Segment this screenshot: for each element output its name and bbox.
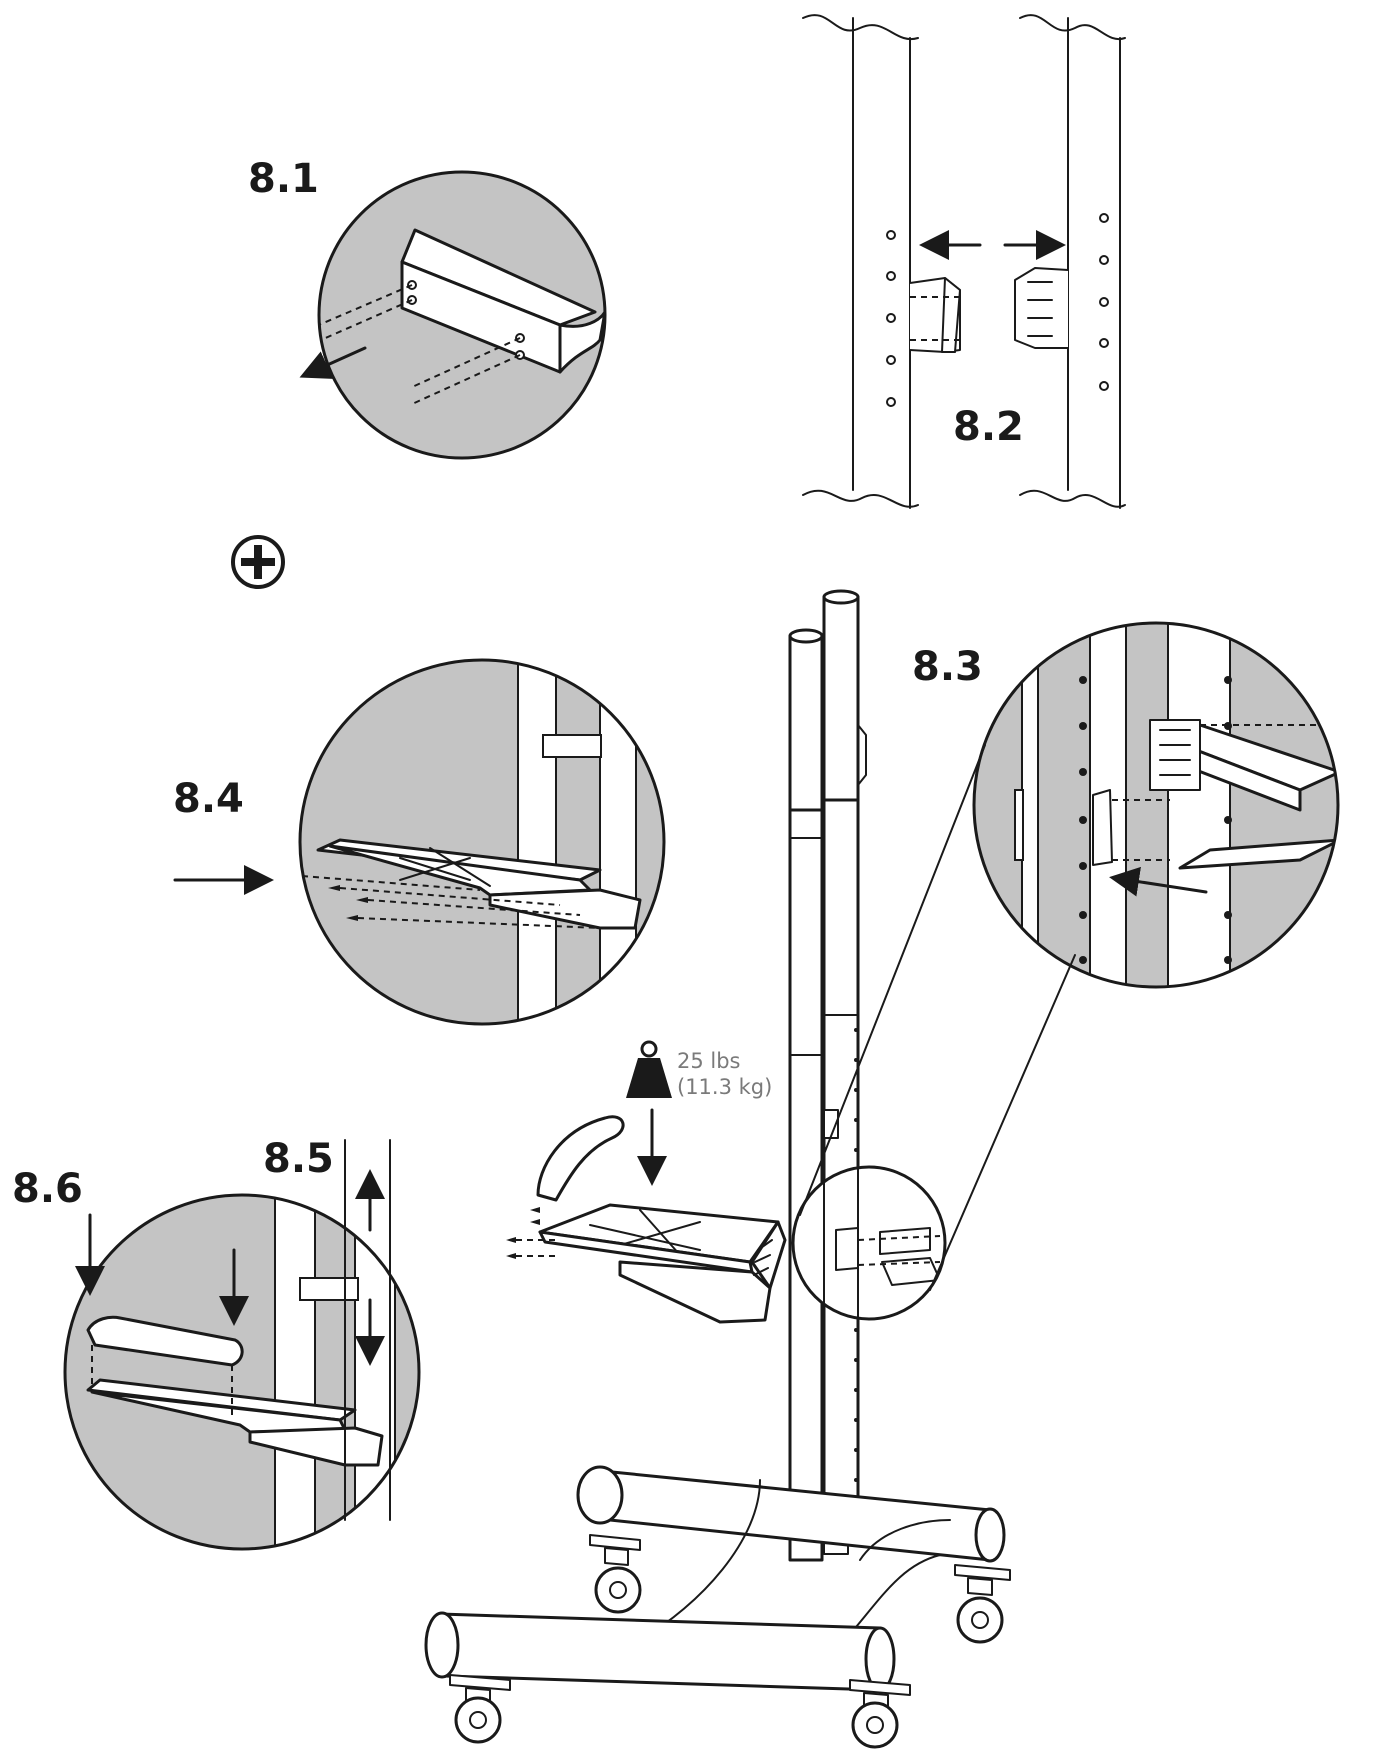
caster-back-right: [954, 1564, 1011, 1644]
cart-assembly: [424, 589, 1076, 1749]
weight-indicator: 25 lbs (11.3 kg): [626, 1040, 772, 1186]
detail-8-1: [299, 170, 607, 460]
caster-front-right: [849, 1679, 911, 1749]
detail-8-3: [972, 621, 1340, 989]
step-label-8-6: 8.6: [12, 1166, 83, 1212]
detail-8-4: [173, 658, 666, 1026]
step-label-8-4: 8.4: [173, 776, 244, 822]
step-label-8-1: 8.1: [248, 156, 319, 202]
phillips-screwdriver-icon: [231, 535, 285, 589]
detail-8-6: [63, 1139, 421, 1551]
weight-lbs: 25 lbs: [677, 1049, 741, 1073]
step-label-8-3: 8.3: [912, 644, 983, 690]
step-label-8-2: 8.2: [953, 404, 1024, 450]
weight-icon: [626, 1040, 672, 1098]
step-label-8-5: 8.5: [263, 1136, 334, 1182]
detail-8-2: [802, 14, 1126, 509]
caster-back-left: [589, 1534, 642, 1614]
caster-front-left: [449, 1674, 511, 1744]
weight-kg: (11.3 kg): [677, 1075, 772, 1099]
